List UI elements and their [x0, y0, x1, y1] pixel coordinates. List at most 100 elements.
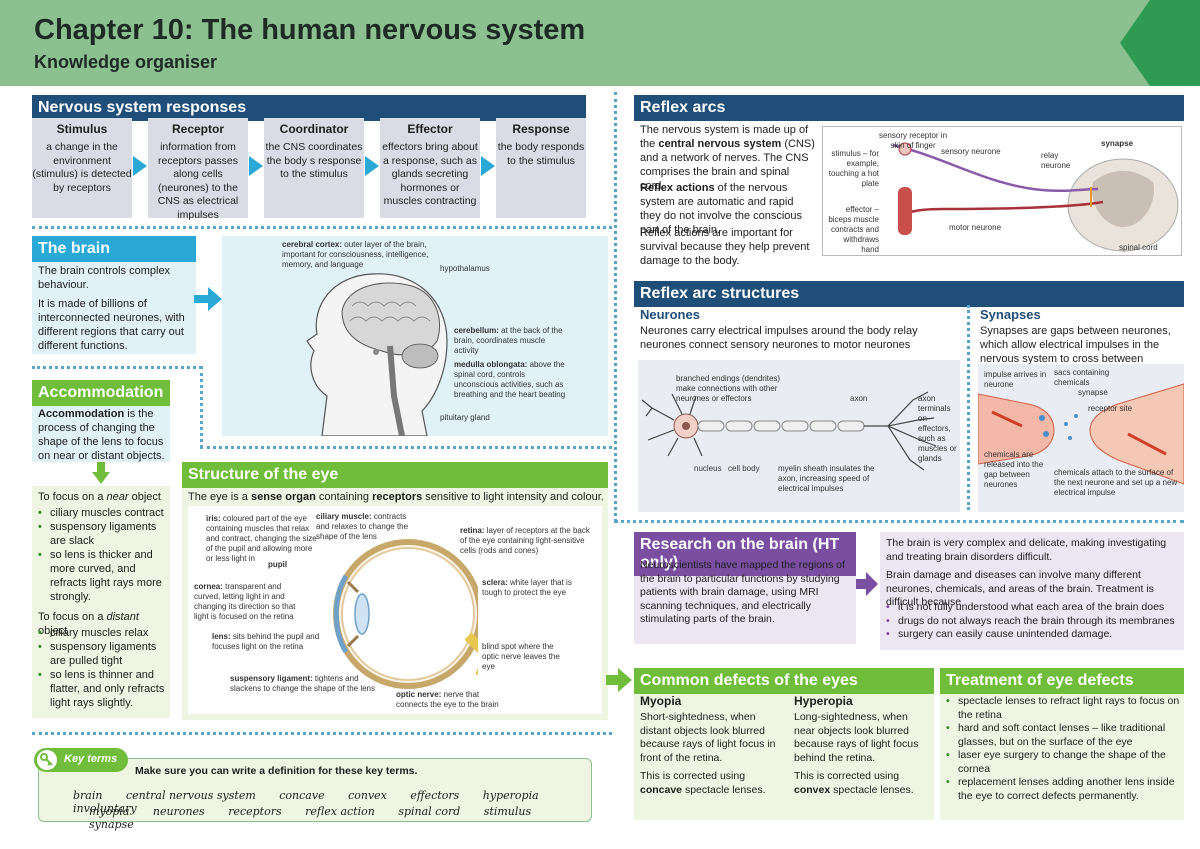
hyperopia-text: Long-sightedness, when near objects look… — [794, 711, 919, 764]
arrow-right-icon — [606, 668, 632, 692]
label-nucleus: nucleus — [694, 464, 722, 473]
myopia-text: Short-sightedness, when distant objects … — [640, 711, 776, 764]
flow-arrow-icon — [365, 156, 379, 176]
neurones-heading: Neurones — [640, 307, 700, 322]
key-terms-row-1: brain central nervous system concave con… — [73, 789, 539, 815]
neurone-illustration — [641, 391, 937, 471]
near-object-list: ciliary muscles contract suspensory liga… — [38, 506, 170, 604]
key-terms-instruction: Make sure you can write a definition for… — [135, 765, 418, 777]
label-cerebral-cortex: cerebral cortex: outer layer of the brai… — [282, 240, 429, 269]
hyperopia-heading: Hyperopia — [794, 694, 853, 708]
research-detail-1: The brain is very complex and delicate, … — [886, 537, 1167, 563]
structures-heading: Reflex arc structures — [634, 281, 1184, 307]
flow-step-receptor: Receptor information from receptors pass… — [148, 118, 248, 221]
divider — [967, 305, 970, 510]
brain-text-2: It is made of billions of interconnected… — [38, 298, 185, 352]
reflex-arc-illustration — [892, 142, 1179, 252]
label-suspensory-ligament: suspensory ligament: tightens and slacke… — [230, 674, 375, 693]
synapses-heading: Synapses — [980, 307, 1041, 322]
eye-intro: The eye is a sense organ containing rece… — [188, 491, 604, 503]
responses-flow: Stimulus a change in the environment (st… — [32, 118, 586, 221]
neurones-text: Neurones carry electrical impulses aroun… — [640, 325, 918, 351]
flow-arrow-icon — [133, 156, 147, 176]
distant-object-list: ciliary muscles relax suspensory ligamen… — [38, 626, 170, 710]
label-relay-neurone: relay neurone — [1041, 151, 1071, 170]
label-optic-nerve: optic nerve: nerve that connects the eye… — [396, 690, 499, 709]
label-cerebellum: cerebellum: at the back of the brain, co… — [454, 326, 563, 355]
eye-diagram-panel: iris: coloured part of the eye containin… — [188, 506, 602, 714]
label-impulse-arrives: impulse arrives in neurone — [984, 370, 1047, 389]
brain-head-illustration — [306, 273, 448, 436]
myopia-correction: This is corrected using concave spectacl… — [640, 770, 766, 796]
header-chevron-icon — [1120, 0, 1200, 86]
arrow-right-icon — [194, 287, 222, 311]
label-ciliary-muscle: ciliary muscle: contracts and relaxes to… — [316, 512, 409, 541]
label-blind-spot: blind spot where the optic nerve leaves … — [482, 642, 560, 671]
near-object-heading: To focus on a near object — [38, 491, 161, 503]
brain-text-1: The brain controls complex behaviour. — [38, 265, 171, 291]
label-spinal-cord: spinal cord — [1119, 243, 1158, 252]
defects-heading: Common defects of the eyes — [634, 668, 934, 694]
flow-arrow-icon — [249, 156, 263, 176]
flow-arrow-icon — [481, 156, 495, 176]
label-pituitary: pituitary gland — [440, 413, 490, 422]
arrow-down-icon — [92, 462, 110, 484]
synapse-illustration — [978, 383, 1184, 485]
page-subtitle: Knowledge organiser — [34, 52, 218, 72]
flow-step-stimulus: Stimulus a change in the environment (st… — [32, 118, 132, 218]
reflex-text-1: The nervous system is made up of the cen… — [640, 124, 815, 192]
accommodation-heading: Accommodation — [32, 380, 170, 406]
divider — [32, 732, 612, 735]
flow-step-coordinator: Coordinator the CNS coordinates the body… — [264, 118, 364, 218]
myopia-heading: Myopia — [640, 694, 682, 708]
key-terms-row-2: myopia neurones receptors reflex action … — [89, 805, 532, 831]
label-cornea: cornea: transparent and curved, letting … — [194, 582, 296, 621]
brain-heading: The brain — [32, 236, 196, 262]
synapse-diagram: impulse arrives in neurone sacs containi… — [978, 364, 1184, 512]
label-sensory-receptor: sensory receptor in skin of finger — [878, 131, 948, 150]
divider — [200, 366, 203, 448]
key-terms-badge: Key terms — [34, 748, 128, 772]
header-band — [0, 0, 1200, 86]
label-chemicals-released: chemicals are released into the gap betw… — [984, 450, 1044, 489]
label-receptor-site: receptor site — [1088, 404, 1133, 413]
flow-step-effector: Effector effectors bring about a respons… — [380, 118, 480, 218]
reflex-text-3: Reflex actions are important for surviva… — [640, 227, 810, 267]
label-retina: retina: layer of receptors at the back o… — [460, 526, 590, 555]
divider — [32, 226, 612, 229]
key-icon — [37, 750, 57, 770]
page-title: Chapter 10: The human nervous system — [34, 14, 586, 46]
key-terms-box: Make sure you can write a definition for… — [38, 758, 592, 831]
hyperopia-correction: This is corrected using convex spectacle… — [794, 770, 914, 796]
divider — [200, 446, 612, 449]
label-lens: lens: sits behind the pupil and focuses … — [212, 632, 320, 651]
label-myelin: myelin sheath insulates the axon, increa… — [778, 464, 875, 493]
label-stimulus: stimulus – for example, touching a hot p… — [828, 149, 879, 188]
eye-illustration — [333, 539, 478, 689]
flow-step-response: Response the body responds to the stimul… — [496, 118, 586, 218]
research-reasons-list: it is not fully understood what each are… — [886, 601, 1180, 642]
responses-heading: Nervous system responses — [32, 95, 586, 121]
accommodation-definition: Accommodation is the process of changing… — [38, 408, 165, 462]
label-hypothalamus: hypothalamus — [440, 264, 490, 273]
reflex-heading: Reflex arcs — [634, 95, 1184, 121]
label-medulla: medulla oblongata: above the spinal cord… — [454, 360, 566, 399]
eye-heading: Structure of the eye — [182, 462, 608, 488]
research-text: Neuroscientists have mapped the regions … — [640, 559, 845, 625]
label-axon: axon — [850, 394, 868, 403]
label-iris: iris: coloured part of the eye containin… — [206, 514, 317, 563]
treatment-list: spectacle lenses to refract light rays t… — [946, 695, 1180, 803]
label-synapse-gap: synapse — [1078, 388, 1108, 397]
label-pupil: pupil — [268, 560, 288, 569]
label-cell-body: cell body — [728, 464, 760, 473]
divider — [32, 366, 202, 369]
brain-diagram-panel: cerebral cortex: outer layer of the brai… — [222, 236, 608, 436]
treatment-heading: Treatment of eye defects — [940, 668, 1184, 694]
label-sacs: sacs containing chemicals — [1054, 368, 1110, 387]
label-effector: effector – biceps muscle contracts and w… — [828, 205, 879, 254]
reflex-text-2: Reflex actions of the nervous system are… — [640, 182, 803, 236]
research-heading: Research on the brain (HT only) — [634, 532, 856, 576]
label-sensory-neurone: sensory neurone — [941, 147, 1001, 156]
label-synapse: synapse — [1101, 139, 1134, 148]
label-axon-terminals: axon terminals on effectors, such as mus… — [918, 394, 957, 463]
